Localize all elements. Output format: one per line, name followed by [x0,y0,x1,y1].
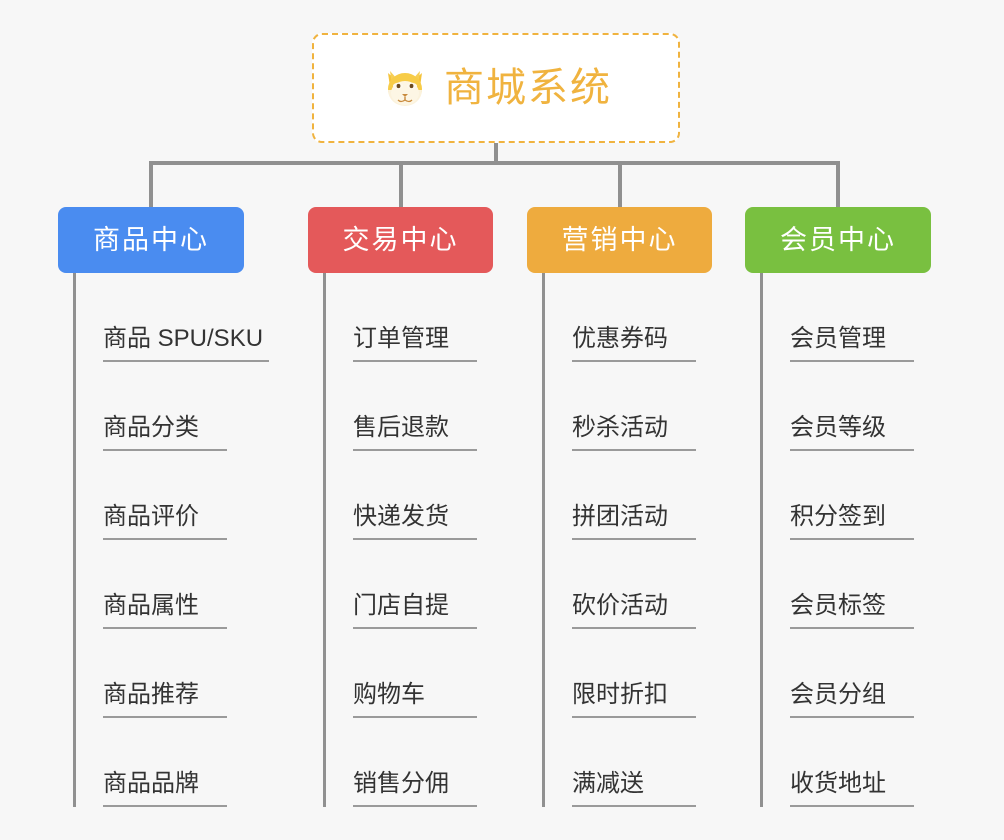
leaf-item[interactable]: 优惠券码 [542,273,696,362]
connector-drop-3 [617,161,622,207]
leaf-item-label: 砍价活动 [572,594,696,629]
leaf-item[interactable]: 门店自提 [323,540,477,629]
shiba-dog-face-icon [380,63,430,113]
leaf-item[interactable]: 商品品牌 [73,718,227,807]
leaf-item[interactable]: 商品属性 [73,540,227,629]
leaf-item[interactable]: 商品 SPU/SKU [73,273,270,362]
leaf-item-label: 满减送 [572,772,696,807]
leaf-item-label: 拼团活动 [572,505,696,540]
category-box-4[interactable]: 会员中心 [745,207,931,273]
category-box-2[interactable]: 交易中心 [308,207,493,273]
leaf-item-label: 商品 SPU/SKU [103,327,270,362]
connector-horizontal-bus [149,161,840,165]
leaf-item[interactable]: 拼团活动 [542,451,696,540]
leaf-item[interactable]: 会员分组 [760,629,914,718]
leaf-item-label: 购物车 [353,683,477,718]
leaf-item-label: 会员等级 [790,416,914,451]
category-box-1[interactable]: 商品中心 [58,207,244,273]
leaf-item[interactable]: 限时折扣 [542,629,696,718]
leaf-spine [323,273,326,807]
connector-drop-1 [149,161,153,207]
leaf-item[interactable]: 购物车 [323,629,477,718]
leaf-item[interactable]: 商品分类 [73,362,227,451]
leaf-item-label: 商品评价 [103,505,227,540]
category-label: 交易中心 [342,224,459,255]
leaf-item-label: 商品品牌 [103,772,227,807]
leaf-item[interactable]: 会员标签 [760,540,914,629]
leaf-spine [73,273,76,807]
leaf-spine [760,273,763,807]
leaf-item[interactable]: 售后退款 [323,362,477,451]
connector-drop-2 [398,161,403,207]
root-node[interactable]: 商城系统 [312,33,680,143]
leaf-item[interactable]: 商品评价 [73,451,227,540]
leaf-item[interactable]: 会员等级 [760,362,914,451]
leaf-item-label: 订单管理 [353,327,477,362]
leaf-item[interactable]: 收货地址 [760,718,914,807]
leaf-item-label: 限时折扣 [572,683,696,718]
leaf-item-label: 快递发货 [353,505,477,540]
category-label: 会员中心 [780,224,896,255]
leaf-item-label: 收货地址 [790,772,914,807]
category-label: 商品中心 [93,224,209,255]
leaf-item-label: 优惠券码 [572,327,696,362]
leaf-item-label: 商品推荐 [103,683,227,718]
connector-root-stem [494,143,498,165]
leaf-item-label: 销售分佣 [353,772,477,807]
leaf-item-label: 会员分组 [790,683,914,718]
leaf-item[interactable]: 销售分佣 [323,718,477,807]
leaf-item[interactable]: 满减送 [542,718,696,807]
leaf-item[interactable]: 砍价活动 [542,540,696,629]
leaf-item[interactable]: 积分签到 [760,451,914,540]
leaf-item-label: 积分签到 [790,505,914,540]
leaf-item[interactable]: 秒杀活动 [542,362,696,451]
leaf-item[interactable]: 快递发货 [323,451,477,540]
leaf-item-label: 商品属性 [103,594,227,629]
leaf-spine [542,273,545,807]
leaf-item-label: 售后退款 [353,416,477,451]
leaf-item[interactable]: 会员管理 [760,273,914,362]
category-box-3[interactable]: 营销中心 [527,207,712,273]
leaf-item-label: 会员管理 [790,327,914,362]
category-label: 营销中心 [561,224,678,255]
connector-drop-4 [836,161,840,207]
leaf-item-label: 会员标签 [790,594,914,629]
leaf-item-label: 门店自提 [353,594,477,629]
leaf-item[interactable]: 商品推荐 [73,629,227,718]
leaf-item-label: 秒杀活动 [572,416,696,451]
leaf-item-label: 商品分类 [103,416,227,451]
root-title: 商城系统 [444,66,612,110]
leaf-item[interactable]: 订单管理 [323,273,477,362]
